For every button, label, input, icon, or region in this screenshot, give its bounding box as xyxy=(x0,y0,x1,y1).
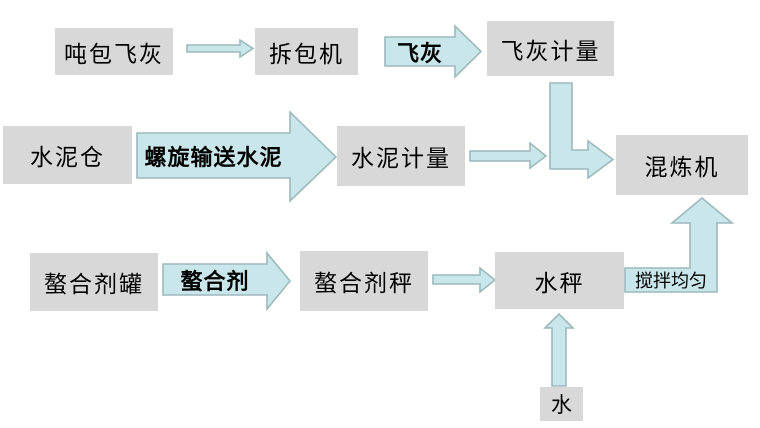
arrow-cement-metering-to-junction xyxy=(469,141,548,170)
arrow-fly-ash-metering-to-mixer xyxy=(549,82,615,180)
arrow-label-chelating-agent: 螯合剂 xyxy=(180,268,250,295)
arrow-ton-bag-to-unpacker xyxy=(186,38,255,59)
node-unpacking-machine: 拆包机 xyxy=(255,28,358,75)
arrow-label-screw-conveying-cement: 螺旋输送水泥 xyxy=(144,144,283,171)
arrow-label-fly-ash: 飞灰 xyxy=(396,40,443,67)
arrow-label-mix-evenly: 搅拌均匀 xyxy=(635,271,707,292)
node-chelating-agent-tank: 螯合剂罐 xyxy=(30,253,158,311)
node-mixer: 混炼机 xyxy=(616,135,748,195)
node-chelating-agent-scale: 螯合剂秤 xyxy=(300,251,428,311)
node-cement-silo: 水泥仓 xyxy=(3,126,132,184)
arrow-chelating-agent xyxy=(162,250,292,312)
arrow-fly-ash xyxy=(384,24,483,79)
arrow-water-to-water-scale xyxy=(543,312,575,387)
node-fly-ash-metering: 飞灰计量 xyxy=(487,21,614,76)
node-cement-metering: 水泥计量 xyxy=(337,126,465,186)
arrow-water-scale-to-mixer xyxy=(624,196,735,293)
arrow-chelating-scale-to-water-scale xyxy=(432,266,497,294)
node-ton-bag-fly-ash: 吨包飞灰 xyxy=(55,28,173,75)
node-water: 水 xyxy=(540,387,583,421)
arrow-screw-conveying-cement xyxy=(136,110,338,203)
node-water-scale: 水秤 xyxy=(495,252,624,309)
